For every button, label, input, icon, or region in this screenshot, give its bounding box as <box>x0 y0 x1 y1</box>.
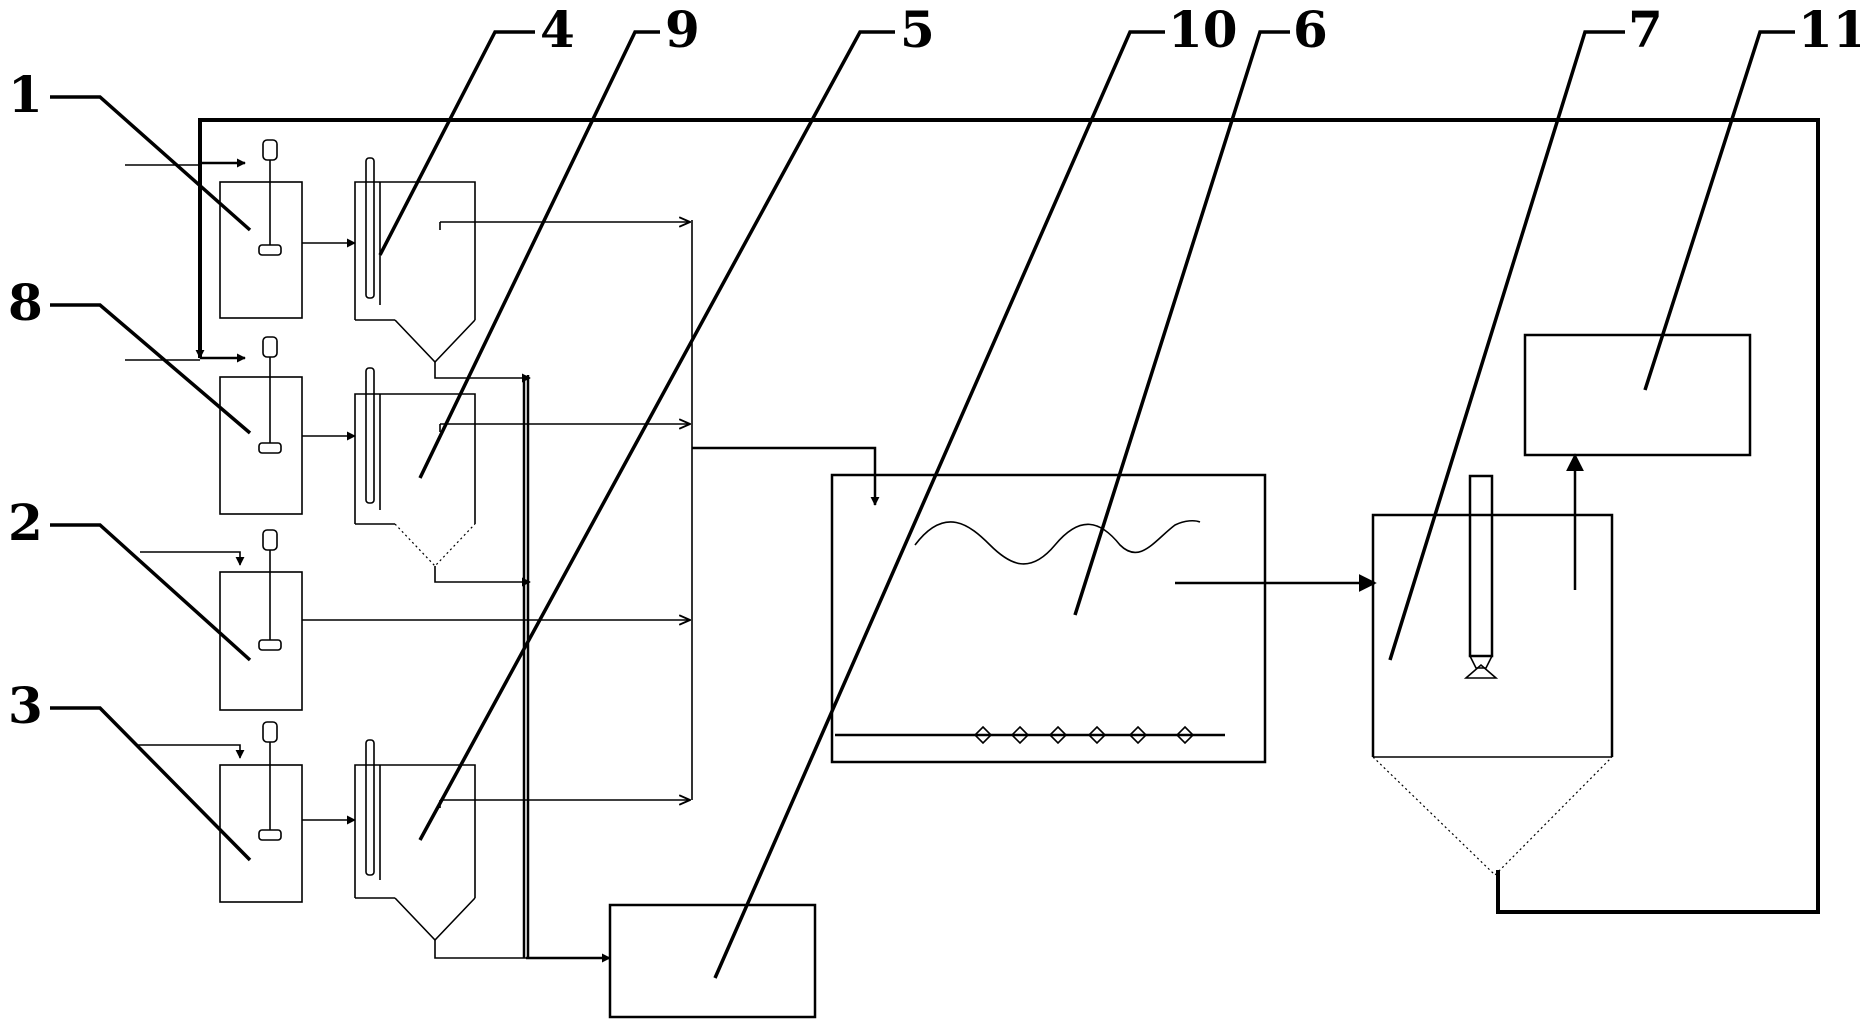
label-2: 2 <box>8 493 43 552</box>
label-6: 6 <box>1293 0 1328 59</box>
component-labels: 1 8 2 3 4 9 5 10 6 7 11 <box>8 0 1860 735</box>
label-5: 5 <box>900 0 935 59</box>
label-9: 9 <box>665 0 700 59</box>
reactor-tank-1 <box>219 139 303 319</box>
settling-tank-5 <box>354 739 476 942</box>
reactor-outlet-lines <box>302 238 356 825</box>
leader-lines <box>50 30 1795 979</box>
reactor-tank-3 <box>219 721 303 903</box>
label-1: 1 <box>8 65 43 124</box>
reactor-tank-8 <box>219 336 303 515</box>
aerator-diffusers <box>973 725 1195 745</box>
feed-lines <box>125 164 245 759</box>
label-10: 10 <box>1168 0 1238 59</box>
label-11: 11 <box>1798 0 1860 59</box>
label-3: 3 <box>8 676 43 735</box>
product-tank-11 <box>1523 333 1752 457</box>
clarifier-tank-7 <box>1371 474 1614 876</box>
overflow-lines <box>302 222 690 808</box>
sludge-lines <box>434 362 611 963</box>
settling-tank-9 <box>354 367 476 567</box>
collector-manifold <box>691 220 880 800</box>
label-7: 7 <box>1628 0 1663 59</box>
reactor-tank-2 <box>219 529 303 711</box>
label-4: 4 <box>540 0 575 59</box>
recycle-loop-line <box>195 118 1820 914</box>
treatment-tank-6 <box>830 473 1267 764</box>
sludge-tank-10 <box>608 903 817 1019</box>
label-8: 8 <box>8 273 43 332</box>
